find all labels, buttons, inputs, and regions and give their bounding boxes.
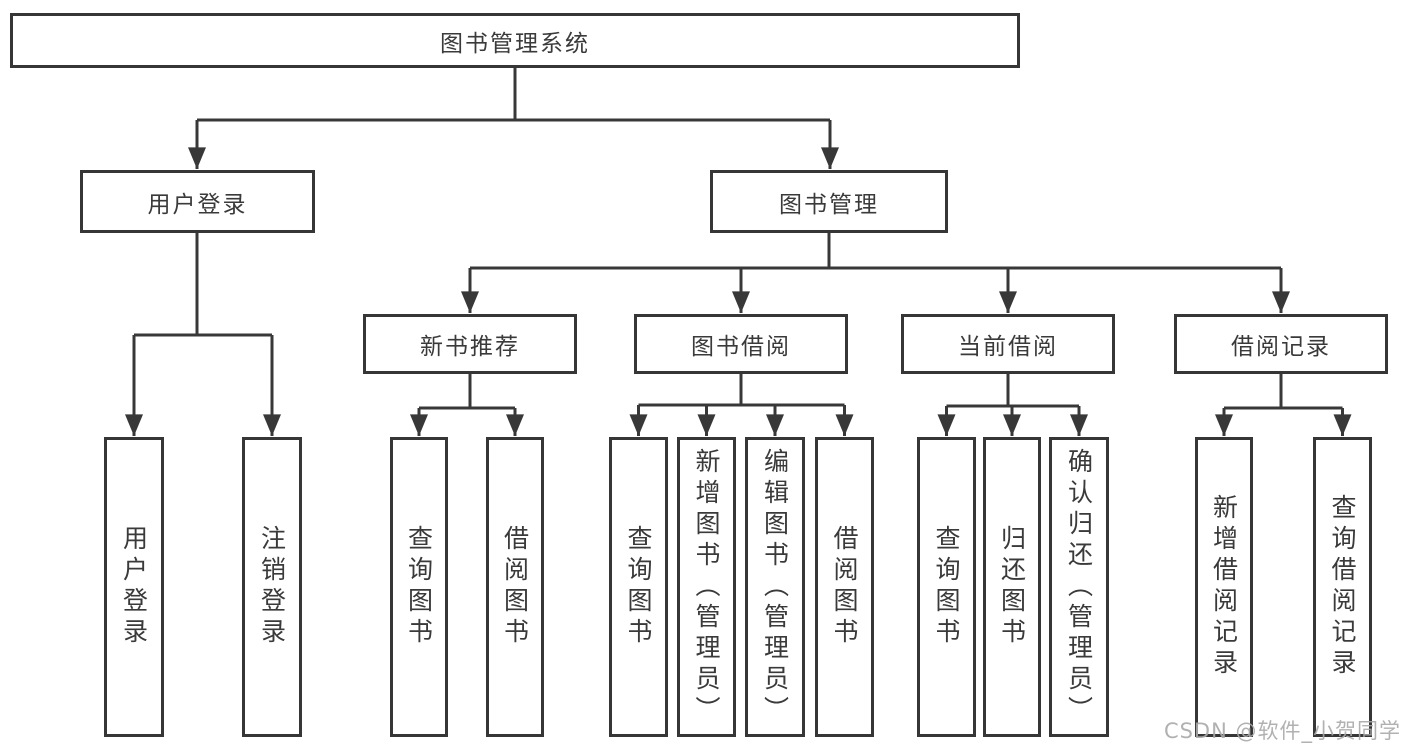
leaf-edit-books-admin: 编辑图书（管理员） (745, 437, 805, 737)
leaf-user-login: 用户登录 (104, 437, 164, 737)
leaf-borrow-books-borrowing: 借阅图书 (815, 437, 874, 737)
leaf-query-books-recommend: 查询图书 (390, 437, 448, 737)
node-borrowing-records: 借阅记录 (1174, 314, 1388, 374)
node-system-root: 图书管理系统 (10, 13, 1020, 68)
node-book-management: 图书管理 (710, 170, 948, 233)
leaf-query-borrow-record: 查询借阅记录 (1313, 437, 1372, 737)
node-new-book-recommend: 新书推荐 (363, 314, 577, 374)
node-user-login: 用户登录 (80, 170, 315, 233)
leaf-query-books-borrowing: 查询图书 (609, 437, 668, 737)
leaf-logout: 注销登录 (242, 437, 302, 737)
csdn-watermark: CSDN @软件_小贺同学 (1163, 719, 1401, 743)
leaf-add-borrow-record: 新增借阅记录 (1195, 437, 1253, 737)
leaf-add-books-admin: 新增图书（管理员） (677, 437, 736, 737)
node-book-borrowing: 图书借阅 (634, 314, 848, 374)
connector-arrows (125, 120, 1352, 436)
node-current-borrowing: 当前借阅 (901, 314, 1115, 374)
leaf-query-books-current: 查询图书 (917, 437, 976, 737)
leaf-confirm-return-admin: 确认归还（管理员） (1049, 437, 1109, 737)
leaf-borrow-books-recommend: 借阅图书 (486, 437, 544, 737)
leaf-return-books: 归还图书 (983, 437, 1041, 737)
